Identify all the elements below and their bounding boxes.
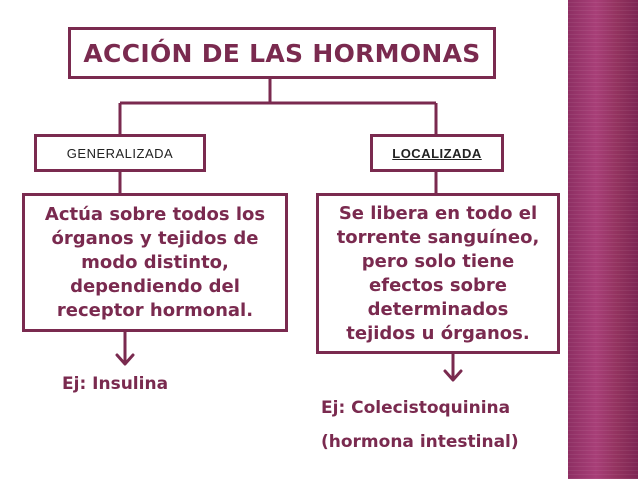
description-line: Actúa sobre todos los — [44, 203, 266, 225]
description-line: órganos y tejidos de — [51, 227, 259, 249]
decorative-side-strip — [568, 0, 638, 479]
arrow-right-head — [443, 369, 463, 382]
arrow-left-head — [115, 353, 135, 366]
localizada-example: Ej: Colecistoquinina (hormona intestinal… — [321, 391, 566, 459]
diagram-title: ACCIÓN DE LAS HORMONAS — [83, 38, 481, 68]
description-line: tejidos u órganos. — [346, 322, 530, 344]
localizada-description: Se libera en todo el torrente sanguíneo,… — [337, 202, 540, 346]
branch-localizada-label: LOCALIZADA — [392, 145, 482, 161]
decorative-side-strip-texture — [568, 0, 638, 479]
description-line: determinados — [367, 298, 509, 320]
localizada-description-box: Se libera en todo el torrente sanguíneo,… — [316, 193, 560, 354]
description-line: efectos sobre — [369, 274, 507, 296]
generalizada-description-box: Actúa sobre todos los órganos y tejidos … — [22, 193, 288, 332]
example-line: Ej: Colecistoquinina — [321, 398, 511, 418]
description-line: receptor hormonal. — [56, 299, 254, 321]
description-line: torrente sanguíneo, — [336, 226, 540, 248]
branch-generalizada-box: GENERALIZADA — [34, 134, 206, 172]
description-line: Se libera en todo el — [338, 202, 538, 224]
branch-localizada-box: LOCALIZADA — [370, 134, 504, 172]
description-line: pero solo tiene — [361, 250, 515, 272]
description-line: dependiendo del — [70, 275, 240, 297]
title-box: ACCIÓN DE LAS HORMONAS — [68, 27, 496, 79]
generalizada-description: Actúa sobre todos los órganos y tejidos … — [45, 203, 265, 323]
example-line: (hormona intestinal) — [321, 432, 519, 452]
branch-generalizada-label: GENERALIZADA — [66, 145, 174, 161]
description-line: modo distinto, — [81, 251, 229, 273]
generalizada-example: Ej: Insulina — [62, 374, 169, 394]
